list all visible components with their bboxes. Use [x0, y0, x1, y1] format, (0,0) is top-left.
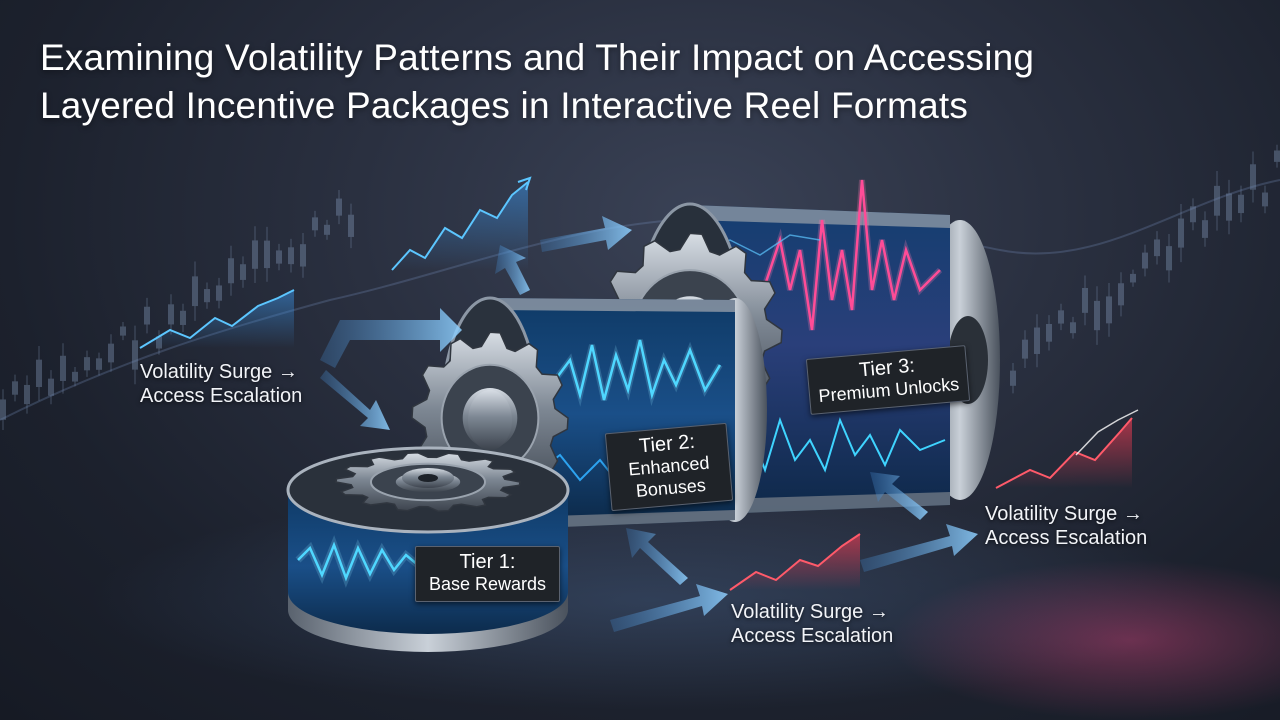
title-line-1: Examining Volatility Patterns and Their …: [40, 37, 1035, 78]
candlestick: [144, 297, 150, 334]
floor-glow-pink: [890, 560, 1280, 720]
candlestick: [264, 226, 270, 282]
annotation-line-2: Access Escalation: [731, 625, 894, 647]
candlestick: [12, 374, 18, 402]
background-candlestick-chart-right: [1010, 144, 1280, 394]
candlestick: [1130, 269, 1136, 287]
candlestick: [1106, 282, 1112, 337]
candlestick: [1166, 234, 1172, 283]
mini-chart-bottom: [729, 533, 861, 591]
candlestick: [120, 321, 126, 341]
tier-2-label: Tier 2: Enhanced Bonuses: [604, 422, 734, 512]
arrow-icon: [320, 370, 390, 430]
annotation-volatility-left: Volatility Surge → Access Escalation: [140, 360, 302, 408]
arrow-icon: [860, 524, 978, 572]
tier-1-label: Tier 1: Base Rewards: [415, 546, 560, 602]
candlestick: [1262, 185, 1268, 214]
candlestick: [108, 334, 114, 372]
annotation-line-2: Access Escalation: [985, 527, 1148, 549]
annotation-line-1: Volatility Surge →: [985, 503, 1143, 525]
background-candlestick-chart-left: [0, 190, 354, 430]
arrow-icon: [626, 528, 688, 585]
page-title: Examining Volatility Patterns and Their …: [40, 34, 1240, 130]
candlestick: [1250, 151, 1256, 203]
candlestick: [1142, 244, 1148, 277]
mini-chart-left: [139, 289, 295, 349]
candlestick: [168, 294, 174, 335]
title-line-2: Layered Incentive Packages in Interactiv…: [40, 85, 969, 126]
arrow-icon: [540, 216, 632, 252]
candlestick: [1226, 179, 1232, 235]
candlestick: [336, 190, 342, 225]
candlestick: [84, 350, 90, 377]
annotation-line-2: Access Escalation: [140, 385, 303, 407]
candlestick: [348, 203, 354, 249]
arrow-icon: [610, 584, 728, 632]
candlestick: [1274, 144, 1280, 168]
candlestick: [1082, 275, 1088, 326]
candlestick: [1214, 170, 1220, 231]
candlestick: [24, 375, 30, 414]
candlestick: [276, 243, 282, 271]
tier-1-name: Tier 1:: [459, 551, 516, 573]
candlestick: [252, 226, 258, 283]
candlestick: [180, 303, 186, 333]
candlestick: [1058, 303, 1064, 331]
candlestick: [312, 210, 318, 237]
candlestick: [1238, 185, 1244, 223]
candlestick: [1070, 316, 1076, 339]
candlestick: [300, 232, 306, 278]
candlestick: [1202, 211, 1208, 247]
candlestick: [96, 352, 102, 376]
mini-chart-right: [995, 409, 1139, 489]
candlestick: [192, 261, 198, 321]
candlestick: [48, 370, 54, 405]
candlestick: [60, 343, 66, 394]
candlestick: [1022, 330, 1028, 369]
arrow-icon: [320, 308, 462, 368]
candlestick: [228, 245, 234, 296]
candlestick: [1118, 272, 1124, 317]
candlestick: [324, 219, 330, 240]
candlestick: [1046, 315, 1052, 351]
candlestick: [204, 282, 210, 309]
candlestick: [36, 346, 42, 401]
annotation-volatility-bottom: Volatility Surge → Access Escalation: [731, 600, 893, 648]
candlestick: [1190, 198, 1196, 231]
candlestick: [216, 277, 222, 309]
candlestick: [1178, 204, 1184, 263]
candlestick: [1154, 231, 1160, 265]
tier-1-description: Base Rewards: [428, 574, 547, 594]
annotation-line-1: Volatility Surge →: [731, 601, 889, 623]
candlestick: [72, 367, 78, 387]
candlestick: [240, 256, 246, 288]
annotation-line-1: Volatility Surge →: [140, 361, 298, 383]
candlestick: [0, 389, 6, 430]
candlestick: [1094, 286, 1100, 345]
mini-chart-top: [391, 176, 532, 271]
candlestick: [132, 325, 138, 385]
arrow-icon: [870, 472, 928, 520]
candlestick: [288, 238, 294, 273]
candlestick: [1034, 314, 1040, 368]
candlestick: [1010, 363, 1016, 394]
annotation-volatility-right: Volatility Surge → Access Escalation: [985, 502, 1147, 550]
